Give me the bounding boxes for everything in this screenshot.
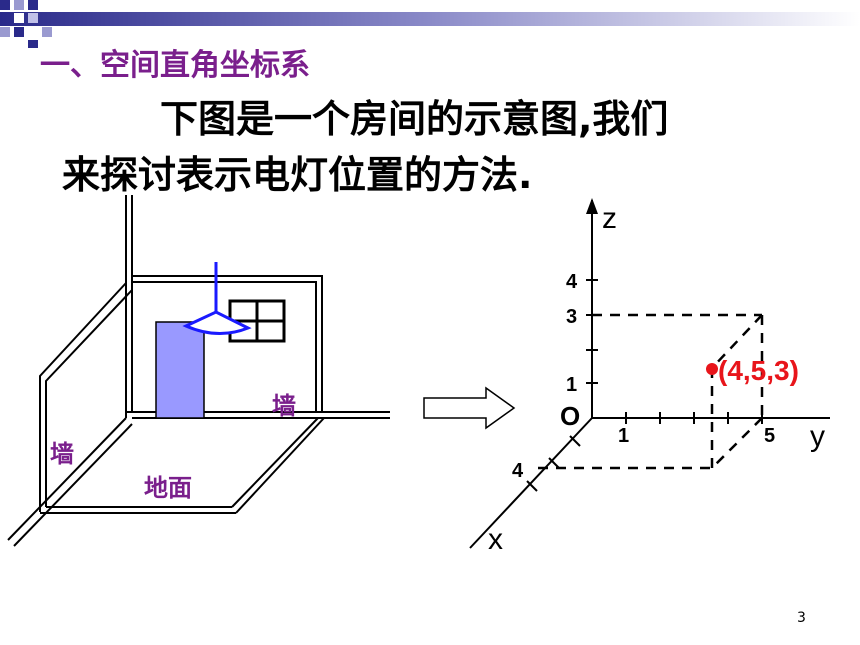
door — [155, 321, 205, 419]
x-axis-label: x — [488, 523, 503, 556]
room-diagram: 墙 墙 地面 — [7, 195, 390, 547]
page-number: 3 — [797, 610, 806, 626]
body-text-line-1: 下图是一个房间的示意图,我们 — [160, 97, 669, 141]
header-decoration — [0, 0, 860, 48]
y-axis-label: y — [810, 420, 825, 453]
floor-edge — [231, 417, 319, 508]
origin-label: O — [560, 401, 580, 431]
projection-box — [538, 313, 764, 470]
body-text-line-2: 来探讨表示电灯位置的方法. — [62, 153, 533, 197]
floor-edge — [7, 417, 127, 541]
y-tick-label: 1 — [618, 425, 629, 447]
z-tick-label: 1 — [566, 374, 577, 396]
floor-edge — [235, 417, 325, 514]
left-wall-frame — [39, 282, 127, 512]
floor-label: 地面 — [144, 475, 192, 502]
z-tick-label: 3 — [566, 306, 577, 328]
back-wall-frame — [132, 275, 323, 412]
y-tick-label: 5 — [764, 425, 775, 447]
wall-right-label: 墙 — [272, 392, 296, 420]
window — [228, 299, 286, 343]
z-axis-label: z — [602, 202, 617, 235]
right-arrow-icon — [423, 386, 516, 430]
coordinate-diagram: (4,5,3) z y x O 4 3 1 1 5 4 — [469, 198, 830, 556]
point-label: (4,5,3) — [718, 355, 799, 386]
floor-edge — [13, 423, 133, 547]
x-axis — [469, 417, 593, 549]
left-wall-frame — [45, 289, 133, 507]
section-title: 一、空间直角坐标系 — [40, 48, 310, 83]
lamp-icon — [182, 262, 252, 336]
wall-left-label: 墙 — [50, 440, 74, 468]
x-tick-label: 4 — [512, 460, 524, 482]
back-wall-frame — [132, 281, 317, 412]
z-tick-label: 4 — [566, 271, 578, 293]
point-marker — [706, 363, 718, 375]
